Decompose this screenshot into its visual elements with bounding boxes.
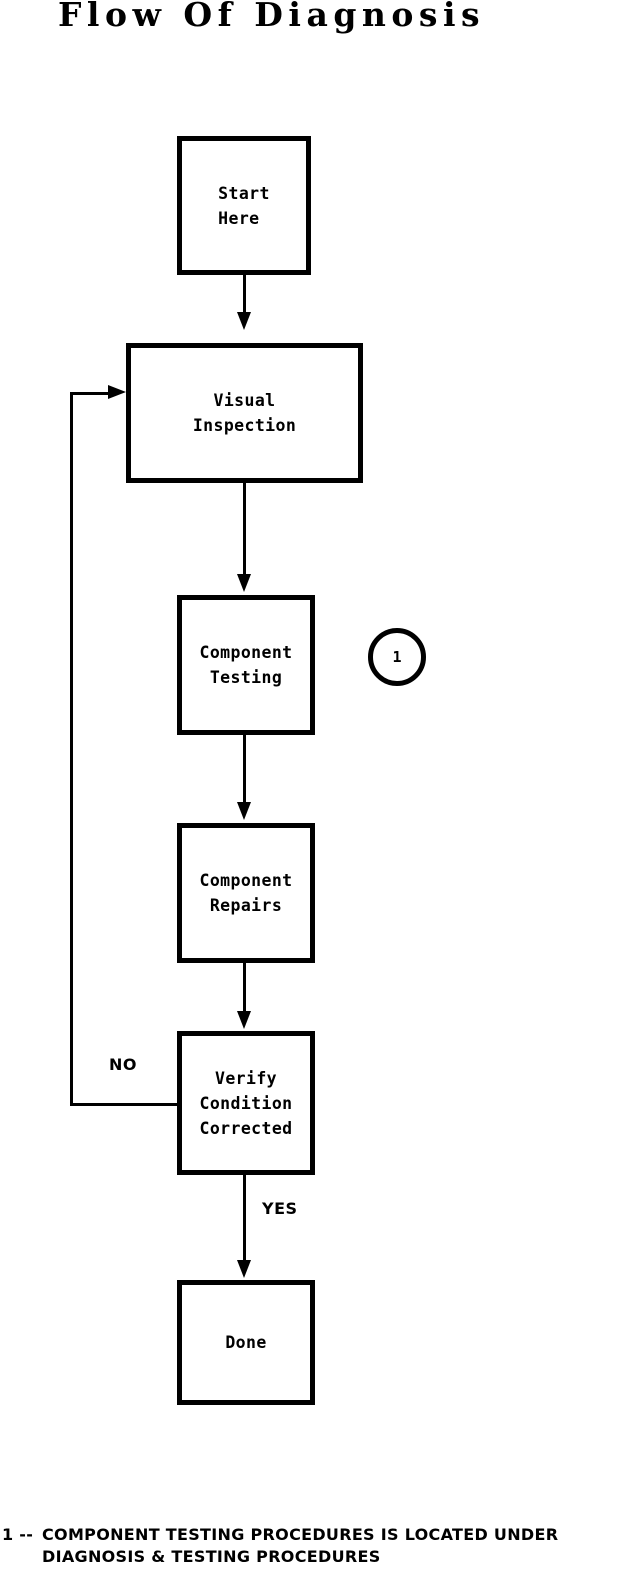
flow-node-component-testing: Component Testing [177, 595, 315, 735]
arrowhead-repairs-to-verify-icon [237, 1011, 251, 1029]
arrowhead-visual-to-testing-icon [237, 574, 251, 592]
arrowhead-start-to-visual-icon [237, 312, 251, 330]
flow-node-start-label: Start Here [218, 183, 270, 228]
connector-no-feedback-top-segment [70, 392, 112, 395]
connector-testing-to-repairs [243, 735, 246, 805]
footnote-marker: 1 -- [2, 1525, 34, 1544]
page-title: Flow Of Diagnosis [58, 0, 486, 34]
flow-node-start: Start Here [177, 136, 311, 275]
footnote-reference-circle: 1 [368, 628, 426, 686]
flow-node-done-label: Done [225, 1333, 267, 1352]
edge-label-no: NO [109, 1055, 137, 1074]
footnote-reference-circle-label: 1 [392, 647, 402, 666]
flow-node-component-testing-label: Component Testing [199, 643, 293, 687]
arrowhead-verify-to-done-icon [237, 1260, 251, 1278]
flow-node-visual-inspection: Visual Inspection [126, 343, 363, 483]
connector-verify-to-done [243, 1175, 246, 1263]
flow-node-verify-condition-corrected-label: Verify Condition Corrected [199, 1068, 293, 1138]
arrowhead-no-feedback-icon [108, 385, 126, 399]
flow-node-done: Done [177, 1280, 315, 1405]
flow-node-visual-inspection-label: Visual Inspection [192, 391, 297, 435]
flow-node-verify-condition-corrected: Verify Condition Corrected [177, 1031, 315, 1175]
flow-node-component-repairs-label: Component Repairs [199, 871, 293, 915]
connector-visual-to-testing [243, 483, 246, 578]
footnote-line-2: DIAGNOSIS & TESTING PROCEDURES [42, 1547, 381, 1566]
edge-label-yes: YES [262, 1199, 298, 1218]
connector-no-feedback-vertical-segment [70, 392, 73, 1106]
flow-node-component-repairs: Component Repairs [177, 823, 315, 963]
footnote-text-1: COMPONENT TESTING PROCEDURES IS LOCATED … [42, 1525, 559, 1544]
footnote: 1 -- COMPONENT TESTING PROCEDURES IS LOCA… [2, 1524, 640, 1568]
footnote-line-1: 1 -- COMPONENT TESTING PROCEDURES IS LOCA… [2, 1524, 640, 1546]
connector-repairs-to-verify [243, 963, 246, 1014]
arrowhead-testing-to-repairs-icon [237, 802, 251, 820]
connector-no-feedback-bottom-segment [70, 1103, 180, 1106]
connector-start-to-visual [243, 275, 246, 315]
